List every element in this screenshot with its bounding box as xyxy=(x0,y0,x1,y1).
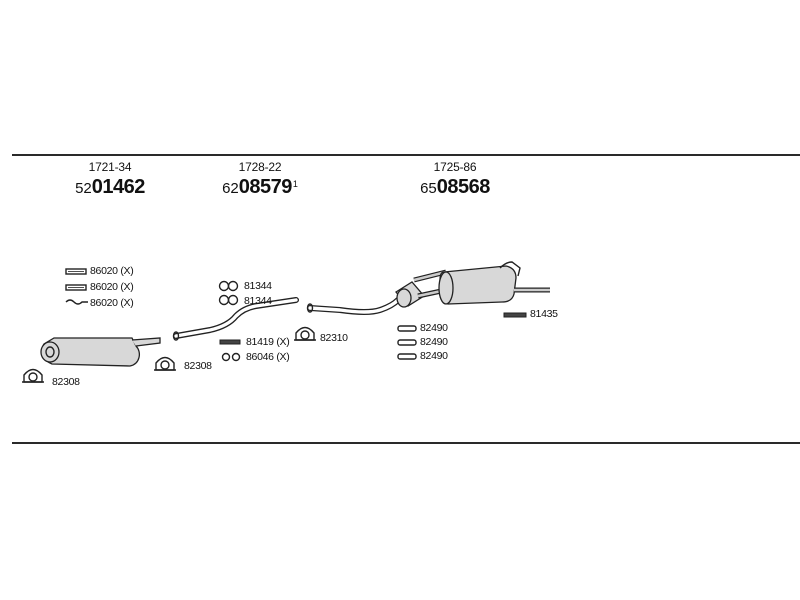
section-middle-pipe: 1728-22 62085791 xyxy=(215,160,305,199)
part-number-prefix: 65 xyxy=(420,180,437,197)
rubber-strap-icon xyxy=(65,299,88,305)
part-number-main: 01462 xyxy=(91,176,146,198)
rear-muffler-icon xyxy=(306,261,550,315)
section-part-number: 6508568 xyxy=(410,176,500,199)
part-label: 86020 (X) xyxy=(90,281,134,293)
part-label: 82490 xyxy=(420,350,448,362)
pipe-clamp-icon xyxy=(154,356,176,371)
section-ref: 1728-22 xyxy=(238,160,282,174)
part-label: 86046 (X) xyxy=(246,351,290,363)
section-ref: 1721-34 xyxy=(88,160,132,174)
part-label: 81419 (X) xyxy=(246,336,290,348)
middle-pipe-icon xyxy=(172,297,299,341)
part-label: 86020 (X) xyxy=(90,297,134,309)
part-number-mark: 1 xyxy=(292,178,298,189)
section-front-muffler: 1721-34 5201462 xyxy=(70,160,150,199)
part-number-prefix: 52 xyxy=(75,180,92,197)
part-label: 82490 xyxy=(420,322,448,334)
bottom-divider xyxy=(12,442,800,444)
part-label: 81344 xyxy=(244,280,272,292)
part-number-main: 08568 xyxy=(436,176,491,198)
bolt-icon xyxy=(503,312,527,318)
part-number-prefix: 62 xyxy=(222,180,239,197)
section-rear-muffler: 1725-86 6508568 xyxy=(410,160,500,199)
pipe-clamp-icon xyxy=(22,368,44,383)
hanger-icon xyxy=(397,353,417,360)
hanger-icon xyxy=(397,339,417,346)
section-part-number: 5201462 xyxy=(70,176,150,199)
part-label: 82310 xyxy=(320,332,348,344)
part-label: 82490 xyxy=(420,336,448,348)
part-label: 82308 xyxy=(52,376,80,388)
part-number-main: 08579 xyxy=(238,176,293,198)
section-part-number: 62085791 xyxy=(215,176,305,199)
rubber-strap-icon xyxy=(65,268,87,275)
pipe-clamp-icon xyxy=(294,326,316,341)
part-label: 81435 xyxy=(530,308,558,320)
front-muffler-icon xyxy=(40,337,161,367)
rubber-strap-icon xyxy=(65,284,87,291)
nut-icon xyxy=(221,352,241,362)
part-label: 81344 xyxy=(244,295,272,307)
sealing-ring-icon xyxy=(218,294,239,306)
part-label: 82308 xyxy=(184,360,212,372)
top-divider xyxy=(12,154,800,156)
hanger-icon xyxy=(397,325,417,332)
sealing-ring-icon xyxy=(218,280,239,292)
gasket-icon xyxy=(219,339,241,345)
part-label: 86020 (X) xyxy=(90,265,134,277)
section-ref: 1725-86 xyxy=(433,160,477,174)
